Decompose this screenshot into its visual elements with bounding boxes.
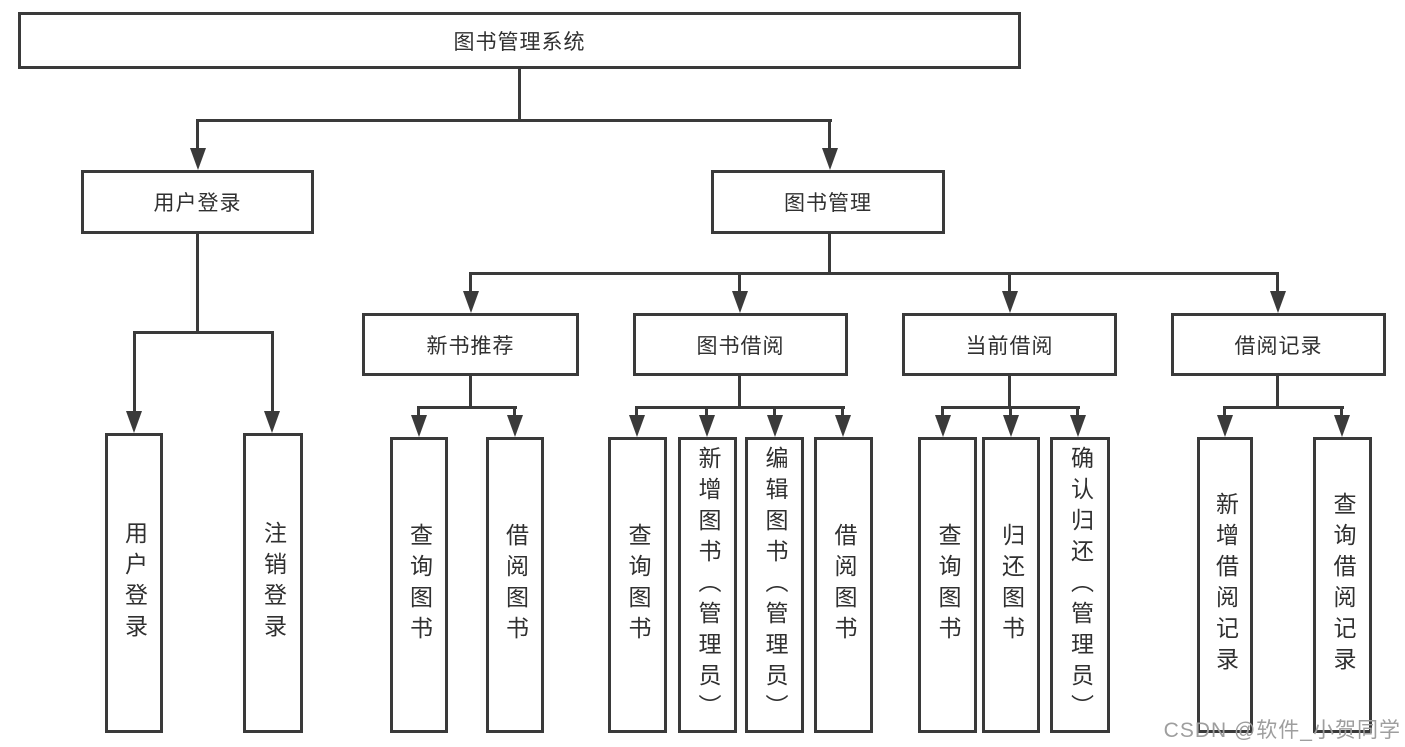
connector-line [417,406,420,418]
node-label: 编辑图书（管理员） [762,445,788,725]
connector-line [133,331,136,415]
arrowhead-down-icon [264,411,280,433]
node-label: 当前借阅 [965,334,1054,358]
node-user-login: 用户登录 [81,170,314,234]
arrowhead-down-icon [822,148,838,170]
node-label: 查询借阅记录 [1330,492,1356,678]
node-label: 归还图书 [998,523,1025,647]
node-label: 借阅图书 [502,523,529,647]
leaf-add-borrow-record: 新增借阅记录 [1197,437,1253,733]
arrowhead-down-icon [1334,415,1350,437]
node-label: 新增借阅记录 [1212,492,1239,678]
node-label: 用户登录 [153,192,242,215]
arrowhead-down-icon [507,415,523,437]
node-label: 图书借阅 [696,334,785,358]
leaf-query-borrow-record: 查询借阅记录 [1313,437,1372,733]
arrowhead-down-icon [1217,415,1233,437]
connector-line [773,406,776,418]
node-label: 新书推荐 [426,334,515,358]
leaf-return-books: 归还图书 [982,437,1040,733]
node-label: 图书管理 [784,192,872,215]
connector-line [635,406,638,418]
csdn-watermark: CSDN @软件_小贺同学 [1163,719,1401,742]
leaf-borrow-books: 借阅图书 [814,437,873,733]
connector-line [705,406,708,418]
node-label: 确认归还（管理员） [1067,445,1094,725]
node-label: 借阅图书 [831,523,857,647]
node-book-management: 图书管理 [711,170,945,234]
connector-line [1276,375,1279,409]
connector-line [941,406,944,418]
connector-line [738,272,741,296]
leaf-query-books-borrow: 查询图书 [608,437,667,733]
connector-line [417,406,517,409]
node-book-borrowing: 图书借阅 [633,313,848,376]
arrowhead-down-icon [629,415,645,437]
connector-line [828,119,831,152]
leaf-logout: 注销登录 [243,433,303,733]
arrowhead-down-icon [835,415,851,437]
leaf-confirm-return-admin: 确认归还（管理员） [1050,437,1110,733]
arrowhead-down-icon [699,415,715,437]
node-label: 图书管理系统 [453,30,586,54]
leaf-add-books-admin: 新增图书（管理员） [678,437,737,733]
connector-line [133,331,274,334]
connector-line [1009,406,1012,418]
leaf-edit-books-admin: 编辑图书（管理员） [745,437,804,733]
connector-line [196,233,199,333]
arrowhead-down-icon [767,415,783,437]
arrowhead-down-icon [126,411,142,433]
connector-line [738,375,741,409]
node-label: 查询图书 [625,523,651,647]
connector-line [1223,406,1226,418]
node-label: 注销登录 [260,521,287,645]
connector-line [1008,272,1011,296]
connector-line [469,272,1279,275]
arrowhead-down-icon [190,148,206,170]
node-current-borrowing: 当前借阅 [902,313,1117,376]
arrowhead-down-icon [411,415,427,437]
connector-line [1276,272,1279,296]
connector-line [841,406,844,418]
node-label: 用户登录 [121,521,148,645]
leaf-borrow-books-recommend: 借阅图书 [486,437,544,733]
arrowhead-down-icon [463,291,479,313]
connector-line [469,375,472,409]
connector-line [197,119,832,122]
node-label: 查询图书 [406,523,433,647]
connector-line [1340,406,1343,418]
node-label: 新增图书（管理员） [695,445,721,725]
connector-line [1076,406,1079,418]
connector-line [1008,375,1011,409]
node-borrowing-records: 借阅记录 [1171,313,1386,376]
node-new-book-recommendation: 新书推荐 [362,313,579,376]
arrowhead-down-icon [1003,415,1019,437]
arrowhead-down-icon [732,291,748,313]
leaf-query-books-recommend: 查询图书 [390,437,448,733]
connector-line [271,331,274,415]
connector-line [513,406,516,418]
node-library-management-system: 图书管理系统 [18,12,1021,69]
arrowhead-down-icon [935,415,951,437]
connector-line [196,119,199,152]
arrowhead-down-icon [1270,291,1286,313]
leaf-user-login: 用户登录 [105,433,163,733]
node-label: 借阅记录 [1234,334,1323,358]
connector-line [518,68,521,121]
arrowhead-down-icon [1070,415,1086,437]
arrowhead-down-icon [1002,291,1018,313]
node-label: 查询图书 [935,523,961,647]
connector-line [635,406,845,409]
connector-line [828,233,831,275]
leaf-query-books-current: 查询图书 [918,437,977,733]
connector-line [1223,406,1344,409]
connector-line [469,272,472,296]
